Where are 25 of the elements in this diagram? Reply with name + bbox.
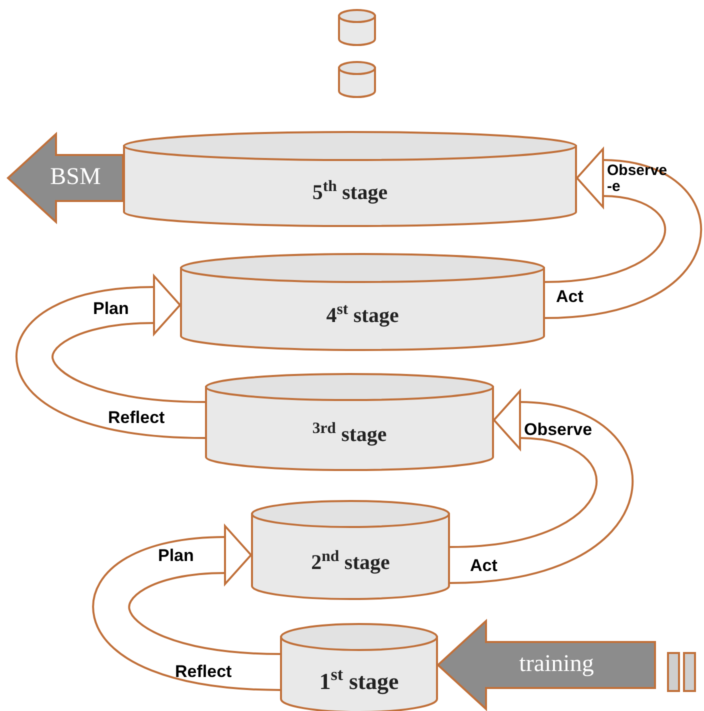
stage-label: 5$^{th}$ stage: [311, 177, 389, 206]
stage-label: 4$^{st}$ stage: [325, 300, 400, 329]
ribbon-label: Act: [470, 556, 498, 576]
edge-label: BSM: [49, 165, 102, 189]
ribbon-label: Reflect: [175, 662, 232, 682]
cylinder: [338, 9, 376, 46]
edge-label: training: [518, 652, 595, 676]
ribbon-label: Act: [556, 287, 584, 307]
block-arrow: [6, 132, 124, 224]
ribbon-label: Plan: [158, 546, 194, 566]
bar: [683, 652, 696, 692]
ribbon-label: Observe: [524, 420, 592, 440]
bar: [667, 652, 680, 692]
ribbon-label: Reflect: [108, 408, 165, 428]
cylinder: [180, 253, 545, 351]
cylinder: [280, 623, 438, 711]
cylinder: [251, 500, 450, 600]
stage-label: $^{3rd}$ stage: [311, 419, 388, 448]
block-arrow: [436, 618, 656, 711]
ribbon-label: Plan: [93, 299, 129, 319]
stage-label: 1$^{st}$ stage: [318, 665, 400, 696]
cylinder: [205, 373, 494, 471]
cylinder: [123, 131, 577, 227]
stage-label: 2$^{nd}$ stage: [310, 547, 391, 576]
cylinder: [338, 61, 376, 98]
